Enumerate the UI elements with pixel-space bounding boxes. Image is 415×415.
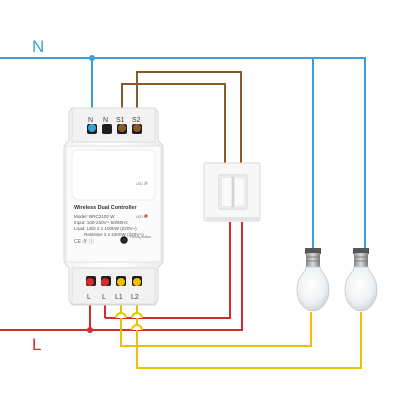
led2-indicator — [144, 214, 148, 218]
bulb-glass-icon — [296, 266, 330, 312]
double-wall-switch[interactable] — [203, 162, 261, 222]
led1-label: LED 1 — [136, 182, 146, 186]
switch-wire-s2 — [136, 71, 242, 163]
load-led-text: Load: LED 2 x 1000W (220V~) — [74, 226, 137, 231]
switch-rocker-left[interactable] — [220, 176, 233, 208]
pairing-button[interactable] — [120, 236, 128, 244]
load-wire-l1 — [120, 292, 312, 347]
switch-plate-shadow — [206, 217, 260, 221]
led1-indicator — [144, 181, 148, 185]
model-text: Model: BRC2102 W — [74, 214, 115, 219]
bulb-socket-icon — [353, 248, 369, 254]
wire-crossover-arc-1 — [115, 312, 127, 319]
live-junction-dot — [87, 327, 93, 333]
light-bulb-2 — [344, 248, 378, 312]
top-terminal-label-1: N — [88, 117, 93, 124]
wires — [0, 55, 366, 369]
wire-crossover-arc-3 — [131, 312, 143, 319]
bulb-socket-icon — [305, 248, 321, 254]
controller-face-upper — [71, 149, 156, 201]
bottom-terminal-label-1: L — [87, 294, 91, 301]
bottom-terminal-label-3: L1 — [115, 294, 123, 301]
wire-end-cap — [88, 124, 96, 132]
top-terminal-block — [71, 107, 156, 143]
top-terminal-label-3: S1 — [116, 117, 125, 124]
top-terminal-label-4: S2 — [132, 117, 141, 124]
bottom-terminal-block — [71, 267, 156, 305]
light-bulb-1 — [296, 248, 330, 312]
bulb-base-icon — [354, 253, 368, 267]
terminal-screw — [102, 124, 112, 134]
top-terminal-label-2: N — [103, 117, 108, 124]
live-label: L — [32, 335, 41, 354]
neutral-label: N — [32, 37, 44, 56]
dual-controller: N N S1 S2 LED 1 Wireless Dual Controller… — [63, 107, 164, 306]
wire-end-cap — [101, 278, 109, 286]
input-text: Input: 100-240V~ 50/60Hz — [74, 220, 128, 225]
live-wire-switch-2 — [105, 222, 231, 319]
wire-end-cap — [86, 278, 94, 286]
neutral-junction-dot — [89, 55, 95, 61]
bulb-base-icon — [306, 253, 320, 267]
bottom-terminal-label-2: L — [102, 294, 106, 301]
wire-end-cap — [118, 124, 126, 132]
load-resistive-text: Resistive 2 x 2200W (220V~) — [84, 232, 144, 237]
switch-rocker-right[interactable] — [233, 176, 246, 208]
bottom-terminal-label-4: L2 — [131, 294, 139, 301]
wire-end-cap — [133, 278, 141, 286]
neutral-wire-main — [0, 57, 366, 248]
switch-wire-s1 — [121, 83, 226, 163]
cert-marks: CE Ⓡ ⓘ — [74, 238, 94, 245]
wire-end-cap — [117, 278, 125, 286]
live-wire-main — [0, 222, 243, 331]
bottom-terminal-screws — [86, 276, 142, 286]
pairing-button-label: Pairing Button — [130, 235, 151, 239]
controller-name: Wireless Dual Controller — [74, 205, 137, 211]
wire-end-cap — [133, 124, 141, 132]
top-terminal-screws — [87, 124, 142, 134]
bulb-glass-icon — [344, 266, 378, 312]
wire-crossover-arc-2 — [131, 324, 143, 331]
led2-label: LED 2 — [136, 215, 146, 219]
